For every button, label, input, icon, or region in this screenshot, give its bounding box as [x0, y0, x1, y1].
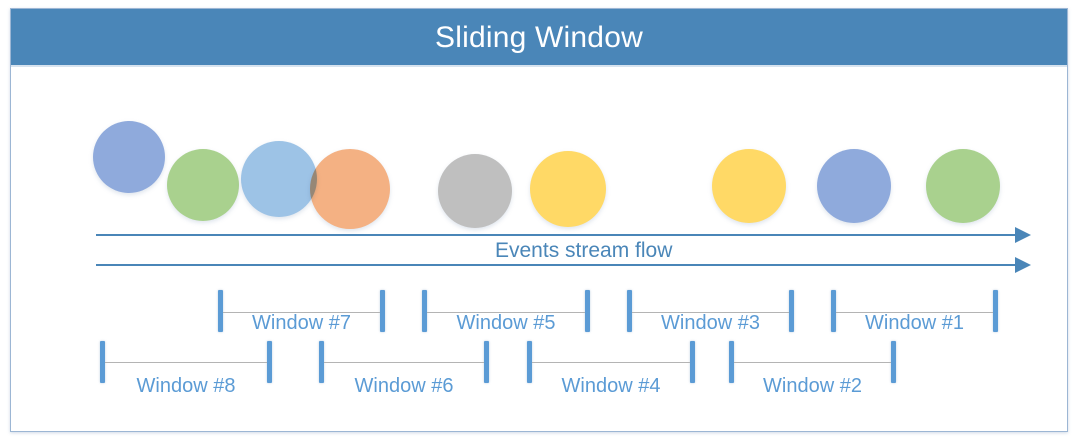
span-tick-right-icon: [690, 359, 695, 364]
event-circle: [167, 149, 239, 221]
window-label: Window #4: [561, 375, 661, 397]
span-line: [323, 361, 485, 363]
arrow-head-icon: [1015, 257, 1031, 273]
stream-arrow-bottom: [96, 257, 1031, 273]
arrow-shaft: [96, 234, 1017, 236]
window-span-arrow: [100, 359, 272, 364]
span-tick-right-icon: [585, 309, 590, 314]
window-label: Window #8: [136, 375, 236, 397]
span-tick-right-icon: [380, 309, 385, 314]
span-tick-left-icon: [319, 359, 324, 364]
window-label: Window #7: [252, 312, 351, 334]
span-line: [631, 311, 790, 313]
page-title: Sliding Window: [435, 21, 643, 54]
span-tick-right-icon: [789, 309, 794, 314]
span-tick-left-icon: [218, 309, 223, 314]
event-circle: [310, 149, 390, 229]
events-stream-flow-label: Events stream flow: [495, 239, 673, 262]
event-circle: [241, 141, 317, 217]
span-tick-left-icon: [831, 309, 836, 314]
event-circle: [438, 154, 512, 228]
diagram-frame: Sliding Window Events stream flow Window…: [10, 8, 1068, 432]
span-tick-right-icon: [484, 359, 489, 364]
window-span-arrow: [527, 359, 695, 364]
span-tick-left-icon: [527, 359, 532, 364]
window-span-arrow: [319, 359, 489, 364]
window-span-arrow: [831, 309, 998, 314]
arrow-head-icon: [1015, 227, 1031, 243]
event-circle: [926, 149, 1000, 223]
span-tick-left-icon: [100, 359, 105, 364]
span-line: [104, 361, 268, 363]
stream-arrow-top: [96, 227, 1031, 243]
arrow-shaft: [96, 264, 1017, 266]
window-span-arrow: [218, 309, 385, 314]
span-tick-left-icon: [627, 309, 632, 314]
diagram-canvas: Events stream flow Window #7 Window #5 Win…: [11, 69, 1067, 431]
span-tick-right-icon: [993, 309, 998, 314]
window-label: Window #5: [456, 312, 556, 334]
event-circle: [530, 151, 606, 227]
window-span-arrow: [422, 309, 590, 314]
span-tick-left-icon: [729, 359, 734, 364]
event-circle: [93, 121, 165, 193]
window-label: Window #1: [865, 312, 964, 334]
title-bar: Sliding Window: [11, 9, 1067, 67]
window-label: Window #3: [661, 312, 760, 334]
event-circle: [712, 149, 786, 223]
window-span-arrow: [729, 359, 896, 364]
span-line: [222, 311, 381, 313]
window-label: Window #6: [354, 375, 454, 397]
span-tick-right-icon: [891, 359, 896, 364]
span-line: [733, 361, 892, 363]
window-span-arrow: [627, 309, 794, 314]
span-line: [835, 311, 994, 313]
span-tick-left-icon: [422, 309, 427, 314]
event-circle: [817, 149, 891, 223]
span-tick-right-icon: [267, 359, 272, 364]
window-label: Window #2: [763, 375, 862, 397]
span-line: [426, 311, 586, 313]
span-line: [531, 361, 691, 363]
